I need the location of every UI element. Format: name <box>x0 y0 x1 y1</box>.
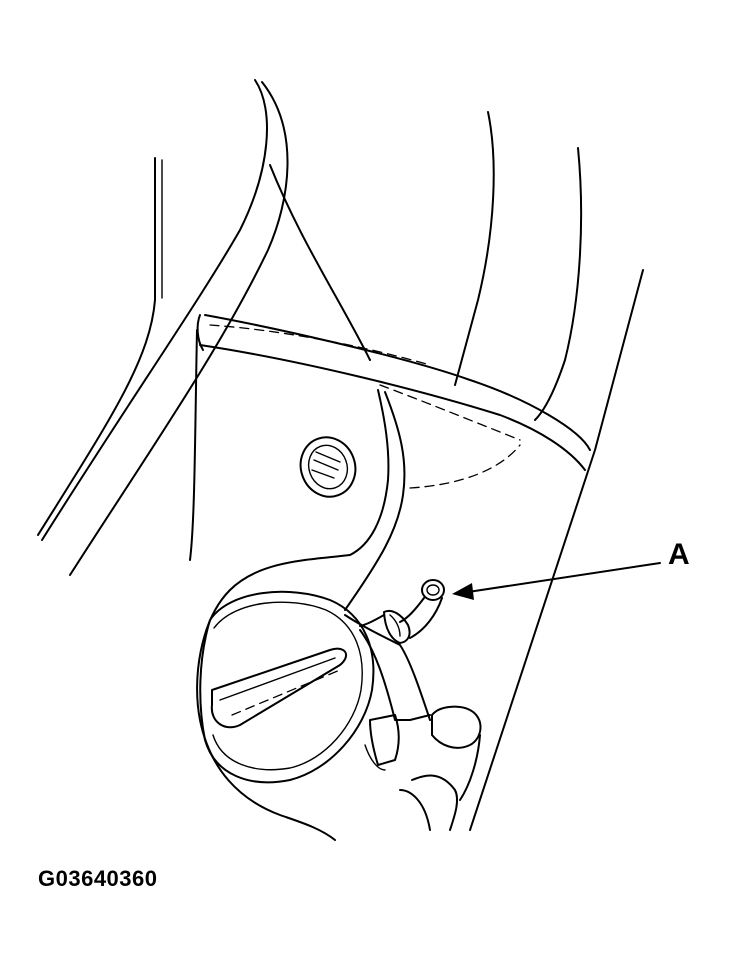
callout-arrow-a <box>452 562 661 600</box>
left-pillar-edge <box>37 157 163 536</box>
figure-code: G03640360 <box>38 866 158 891</box>
vent-tube-a <box>359 579 445 644</box>
c-pillar-outline <box>41 79 371 576</box>
fuel-filler-cap <box>199 590 375 784</box>
lid-opener-bracket <box>344 614 482 831</box>
fuel-lid-recess <box>196 389 406 841</box>
rear-body-panel <box>454 111 644 831</box>
callout-label-a: A <box>668 538 690 571</box>
panel-clip <box>299 436 357 498</box>
panel-upper-edge <box>189 314 591 561</box>
